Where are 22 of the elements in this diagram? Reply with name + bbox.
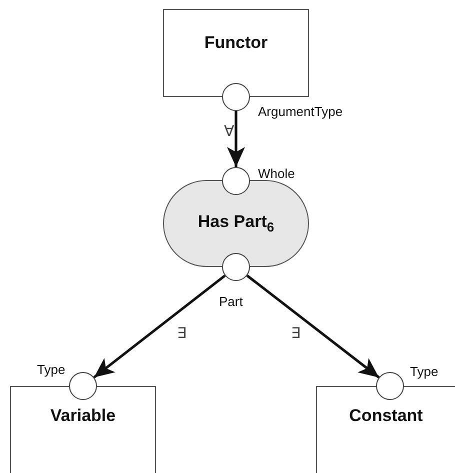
node-label: Functor [204, 33, 268, 53]
port-label: Type [410, 364, 438, 379]
port-circle [222, 83, 250, 111]
edge-label: ∃ [290, 326, 301, 341]
port-circle [222, 167, 250, 195]
port-circle [69, 372, 97, 400]
edge-label: ∀ [223, 124, 235, 139]
node-label: Variable [50, 406, 116, 426]
node-label: Has Part$_{6}$ [198, 212, 274, 235]
port-label: Whole [258, 166, 295, 181]
port-label: Type [37, 362, 66, 377]
arrow [93, 274, 226, 378]
port-circle [376, 372, 404, 400]
arrow [227, 111, 245, 167]
arrow [246, 274, 380, 378]
port-label: Part [219, 294, 243, 309]
concept-box [316, 386, 455, 473]
edge-label: ∃ [176, 326, 187, 341]
node-label: Constant [349, 406, 423, 426]
port-label: ArgumentType [258, 104, 343, 119]
concept-box [163, 9, 309, 97]
concept-box [10, 386, 156, 473]
